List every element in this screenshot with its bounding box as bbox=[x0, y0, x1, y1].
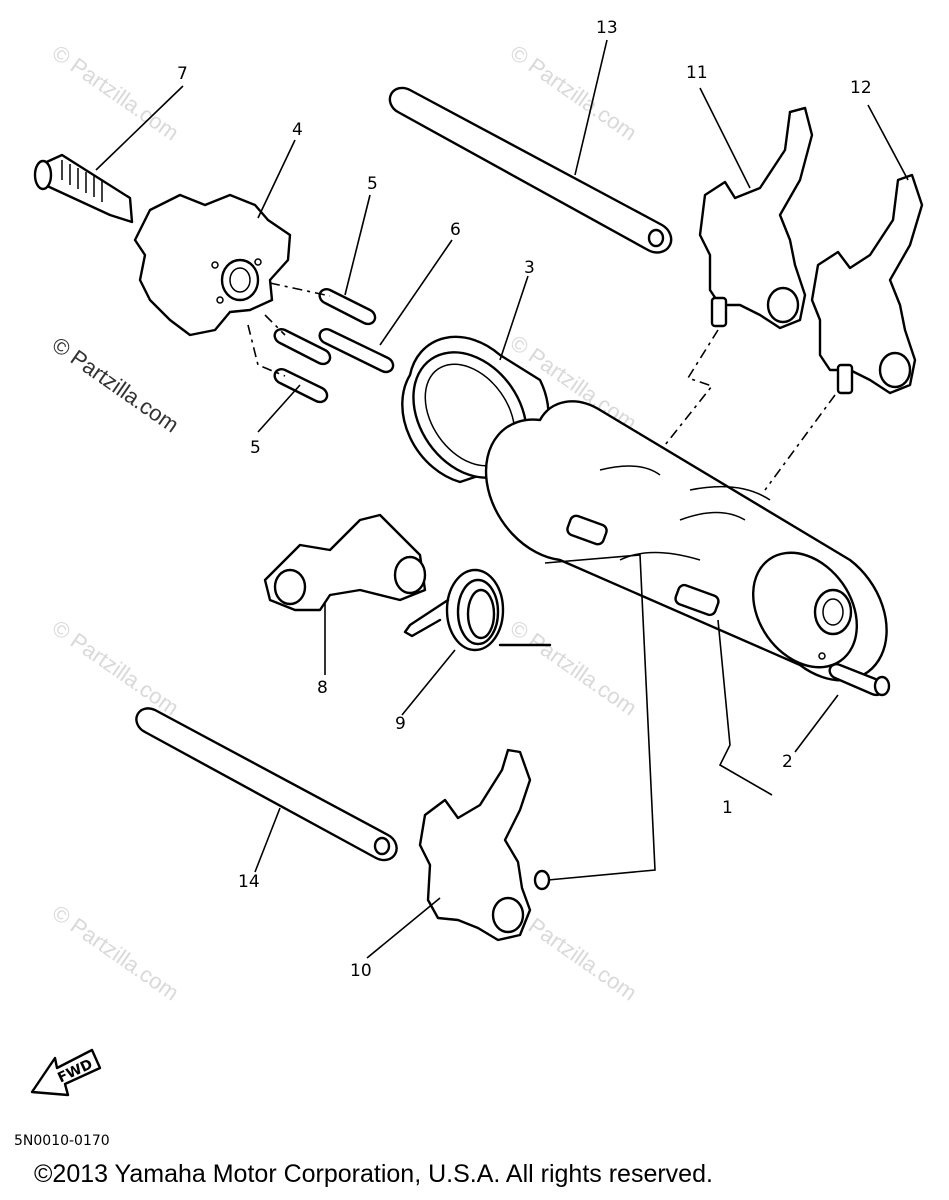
callout-2: 2 bbox=[782, 752, 793, 772]
callout-12: 12 bbox=[850, 78, 872, 98]
screw-7 bbox=[33, 153, 134, 224]
callout-11: 11 bbox=[686, 63, 708, 83]
callout-4: 4 bbox=[292, 120, 303, 140]
torsion-spring-9 bbox=[403, 568, 552, 652]
callout-5-upper: 5 bbox=[367, 174, 378, 194]
diagram-code: 5N0010-0170 bbox=[14, 1133, 110, 1149]
callout-1: 1 bbox=[722, 798, 733, 818]
callout-10: 10 bbox=[350, 961, 372, 981]
callout-9: 9 bbox=[395, 714, 406, 734]
callout-14: 14 bbox=[238, 872, 260, 892]
shift-fork-10 bbox=[418, 748, 551, 942]
pin-2 bbox=[818, 652, 891, 697]
callout-13: 13 bbox=[596, 18, 618, 38]
shift-fork-11 bbox=[698, 106, 814, 330]
callout-5-lower: 5 bbox=[250, 438, 261, 458]
shift-fork-12 bbox=[810, 173, 924, 395]
callout-6: 6 bbox=[450, 220, 461, 240]
shift-drum-1 bbox=[484, 400, 888, 682]
callout-7: 7 bbox=[177, 64, 188, 84]
fwd-arrow-icon: FWD bbox=[30, 1048, 102, 1097]
pins bbox=[247, 282, 395, 404]
callout-3: 3 bbox=[524, 258, 535, 278]
copyright-notice: ©2013 Yamaha Motor Corporation, U.S.A. A… bbox=[34, 1160, 713, 1188]
guide-bar-lower bbox=[135, 707, 398, 862]
guide-bar-upper bbox=[388, 86, 673, 254]
segment-4 bbox=[133, 193, 292, 337]
stopper-lever-8 bbox=[263, 513, 427, 612]
callout-8: 8 bbox=[317, 678, 328, 698]
